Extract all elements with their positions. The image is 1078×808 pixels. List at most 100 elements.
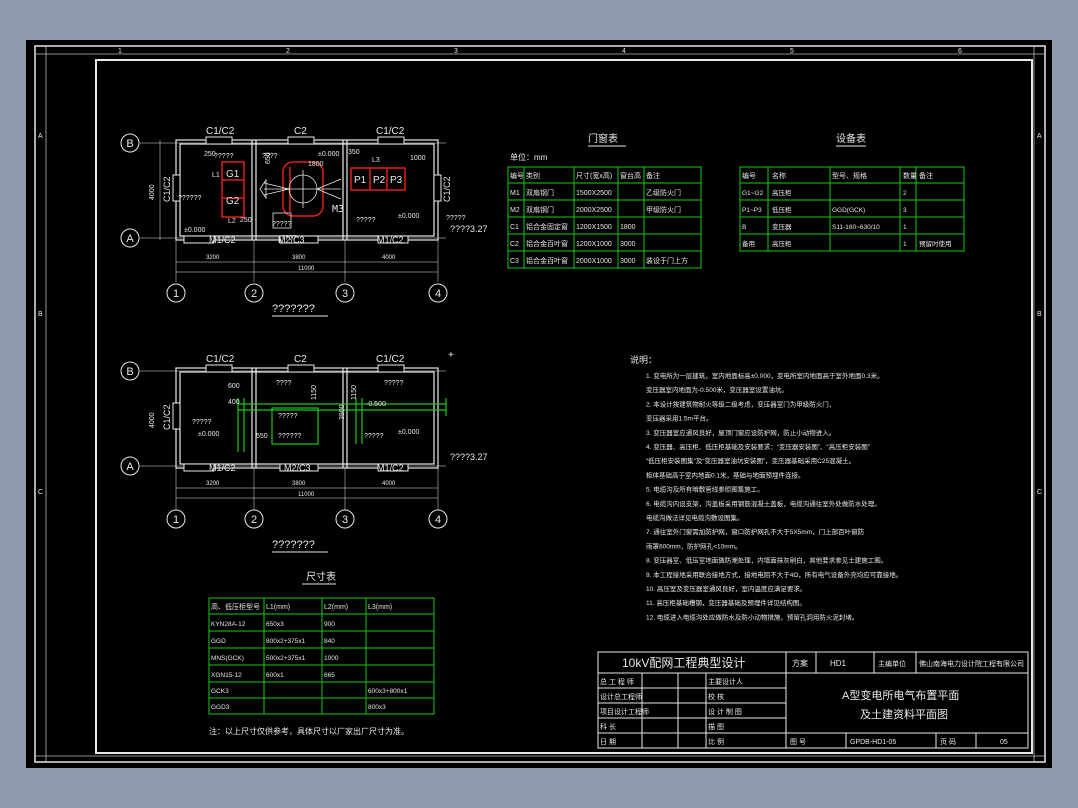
- door-table-cell: 甲级防火门: [646, 205, 681, 214]
- label-m3: M3: [332, 204, 344, 215]
- crosshair-mark: +: [448, 350, 454, 361]
- plan2-dim-3200: 3200: [206, 481, 220, 487]
- door-table-cell: 1200X1000: [576, 241, 612, 248]
- role-date: 日 期: [600, 738, 616, 746]
- label-l2: L2: [228, 218, 236, 225]
- size-table-cell: 840: [324, 638, 335, 645]
- note-line: 4. 变压器、高压柜、低压柜基础及安装要求：“变压器安装图”、“高压柜安装图”: [646, 442, 870, 451]
- frame-row-a-right: A: [1037, 133, 1042, 140]
- plan2-dim-f: 1150: [351, 385, 358, 400]
- note-line: 变压器采用1.5m平台。: [646, 414, 712, 423]
- door-header-cell: 编号: [510, 171, 524, 180]
- door-table-unit: 单位：mm: [510, 152, 548, 162]
- size-table-cell: 800x2+375x1: [266, 638, 306, 645]
- plan1-bottom-label-2: M2/C3: [278, 235, 305, 245]
- plan1-top-label-3: C1/C2: [376, 126, 405, 137]
- plan2-axis-3: 3: [342, 514, 348, 526]
- plan1-callout: ????3.27: [450, 224, 488, 234]
- note-line: 柜体基础高于室内地面0.1米，基础与地面预埋件连接。: [646, 470, 805, 479]
- frame-col-1: 1: [118, 48, 122, 55]
- door-table-cell: 1800: [620, 224, 636, 231]
- plan1-axis-b: B: [126, 138, 133, 150]
- door-table-cell: 2000X2500: [576, 207, 612, 214]
- door-table-cell: 3000: [620, 241, 636, 248]
- plan1-title: ???????: [272, 303, 315, 315]
- plan2-elev-1: ±0.000: [198, 431, 219, 438]
- notes-title: 说明：: [630, 354, 657, 365]
- design-notes: 说明： 1. 变电所为一层建筑，室内地面标高±0.000，变电所室内地面高于室外…: [630, 354, 902, 621]
- plan1-axis-4: 4: [435, 288, 441, 300]
- plan1-elev-2: ±0.000: [184, 227, 205, 234]
- plan2-dim-4000: 4000: [382, 481, 396, 487]
- equip-table-cell: 变压器: [772, 222, 792, 231]
- door-table-cell: 铝合金百叶窗: [526, 239, 568, 248]
- plan1-axis-a: A: [126, 233, 134, 245]
- door-table-cell: 装设于门上方: [646, 256, 688, 265]
- size-table-cell: 500x2+375x1: [266, 655, 306, 662]
- door-table-cell: 1200X1500: [576, 224, 612, 231]
- role-chief-engineer: 总 工 程 师: [600, 677, 634, 686]
- plan1-text-1: ?????: [214, 153, 234, 160]
- size-table-cell: 900: [324, 621, 335, 628]
- plan2-height-dim: 4000: [149, 412, 156, 428]
- plan1-text-3: ??????: [178, 195, 201, 202]
- panel-p3: P3: [390, 175, 403, 186]
- plan2-left-label: C1/C2: [162, 404, 172, 430]
- equip-table-cell: 高压柜: [772, 239, 792, 248]
- plan1-dim-total: 11000: [298, 266, 315, 272]
- role-drafter: 设 计 制 图: [708, 707, 742, 716]
- plan1-dim-3800: 3800: [292, 255, 306, 261]
- plan2-axis-4: 4: [435, 514, 441, 526]
- plan1-dim-b: 1000: [410, 155, 426, 162]
- door-table-cell: C1: [510, 224, 519, 231]
- plan1-text-5: ?????: [272, 221, 292, 228]
- plan2-dim-3800: 3800: [292, 481, 306, 487]
- plan1-dim-3200: 3200: [206, 255, 220, 261]
- note-line: 6. 电缆沟内设支架，沟盖板采用钢筋混凝土盖板，电缆沟通往室外处做防水处理。: [646, 499, 881, 508]
- plan1-text-2: ????: [262, 153, 278, 160]
- plan1-dim-c: 650: [265, 152, 272, 164]
- frame-col-6: 6: [958, 48, 962, 55]
- plan1-dim-a: 1800: [308, 161, 324, 168]
- role-section-chief: 科 长: [600, 722, 616, 731]
- plan2-bottom-label-3: M1/C2: [377, 463, 404, 473]
- plan1-top-label-2: C2: [294, 126, 307, 137]
- role-project-engineer: 项目设计工程师: [600, 707, 649, 716]
- drawing-no-label: 图 号: [790, 738, 806, 746]
- plan1-height-dim: 4000: [149, 184, 156, 200]
- role-main-designer: 主要设计人: [708, 677, 743, 686]
- equip-table-cell: G1~G2: [742, 190, 764, 197]
- plan2-axis-2: 2: [251, 514, 257, 526]
- equip-table-cell: GGD(GCK): [832, 207, 865, 214]
- scheme-label: 方案: [792, 658, 808, 668]
- size-table-cell: KYN28A-12: [211, 621, 246, 628]
- project-title: 10kV配网工程典型设计: [622, 655, 745, 670]
- drawing-no: GPDB-HD1-05: [850, 739, 896, 746]
- size-table-cell: 650x3: [266, 621, 284, 628]
- equip-table-cell: S11-160~630/10: [832, 224, 880, 231]
- frame-col-3: 3: [454, 48, 458, 55]
- plan1-dim-e: 250: [204, 151, 216, 158]
- label-l1: L1: [212, 172, 220, 179]
- inner-frame: [95, 59, 1033, 754]
- plan2-dim-c: 550: [256, 433, 268, 440]
- equip-table-cell: 预留时使用: [919, 239, 952, 248]
- note-line: 12. 电缆进入电缆沟处应做防水及防小动物措施，预留孔洞用防火泥封堵。: [646, 612, 858, 621]
- note-line: 3. 变压器室应通风良好，屋顶门窗应设防护网，防止小动物进入。: [646, 428, 835, 437]
- size-table-title: 尺寸表: [306, 570, 336, 583]
- note-line: 11. 高压柜基础槽钢，变压器基础及预埋件详见结构图。: [646, 598, 806, 607]
- plan2-text-2: ?????: [364, 433, 384, 440]
- door-table-title: 门窗表: [588, 132, 618, 145]
- frame-col-2: 2: [286, 48, 290, 55]
- size-table-cell: 600x3+800x1: [368, 688, 408, 695]
- equip-table-cell: 高压柜: [772, 188, 792, 197]
- equip-table-cell: 1: [903, 224, 907, 231]
- door-table-cell: 乙级防火门: [646, 188, 681, 197]
- role-scale: 比 例: [708, 737, 724, 746]
- plan2-text-5: ?????: [278, 413, 298, 420]
- plan2-elev-3: -0.500: [366, 401, 386, 408]
- note-line: 2. 本设计按建筑物耐火等级二级考虑，变压器室门为甲级防火门，: [646, 399, 835, 408]
- door-table-cell: 3000: [620, 258, 636, 265]
- note-line: 10. 高压室及变压器室通风良好，室内温度应满足要求。: [646, 584, 806, 593]
